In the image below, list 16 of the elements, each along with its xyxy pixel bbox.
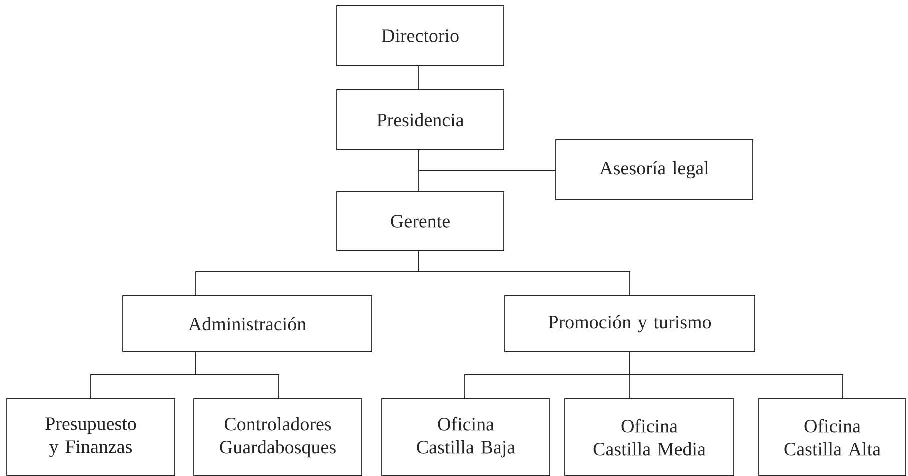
org-box: Promoción y turismo xyxy=(504,296,756,352)
connector-line xyxy=(418,150,556,172)
org-box: Directorio xyxy=(336,6,504,66)
org-box: Administración xyxy=(122,296,372,352)
org-box: Controladores Guardabosques xyxy=(194,398,362,476)
connector-line xyxy=(418,251,630,296)
org-box: Oficina Castilla Alta xyxy=(758,398,906,476)
connector-line xyxy=(196,352,280,399)
connector-line xyxy=(418,66,420,90)
org-box: Oficina Castilla Media xyxy=(564,398,734,476)
org-box: Presidencia xyxy=(336,90,504,150)
org-box: Oficina Castilla Baja xyxy=(382,398,550,476)
connector-line xyxy=(630,352,844,399)
org-box: Presupuesto y Finanzas xyxy=(6,398,176,476)
org-box: Gerente xyxy=(336,192,504,252)
org-box: Asesoría legal xyxy=(556,140,754,200)
